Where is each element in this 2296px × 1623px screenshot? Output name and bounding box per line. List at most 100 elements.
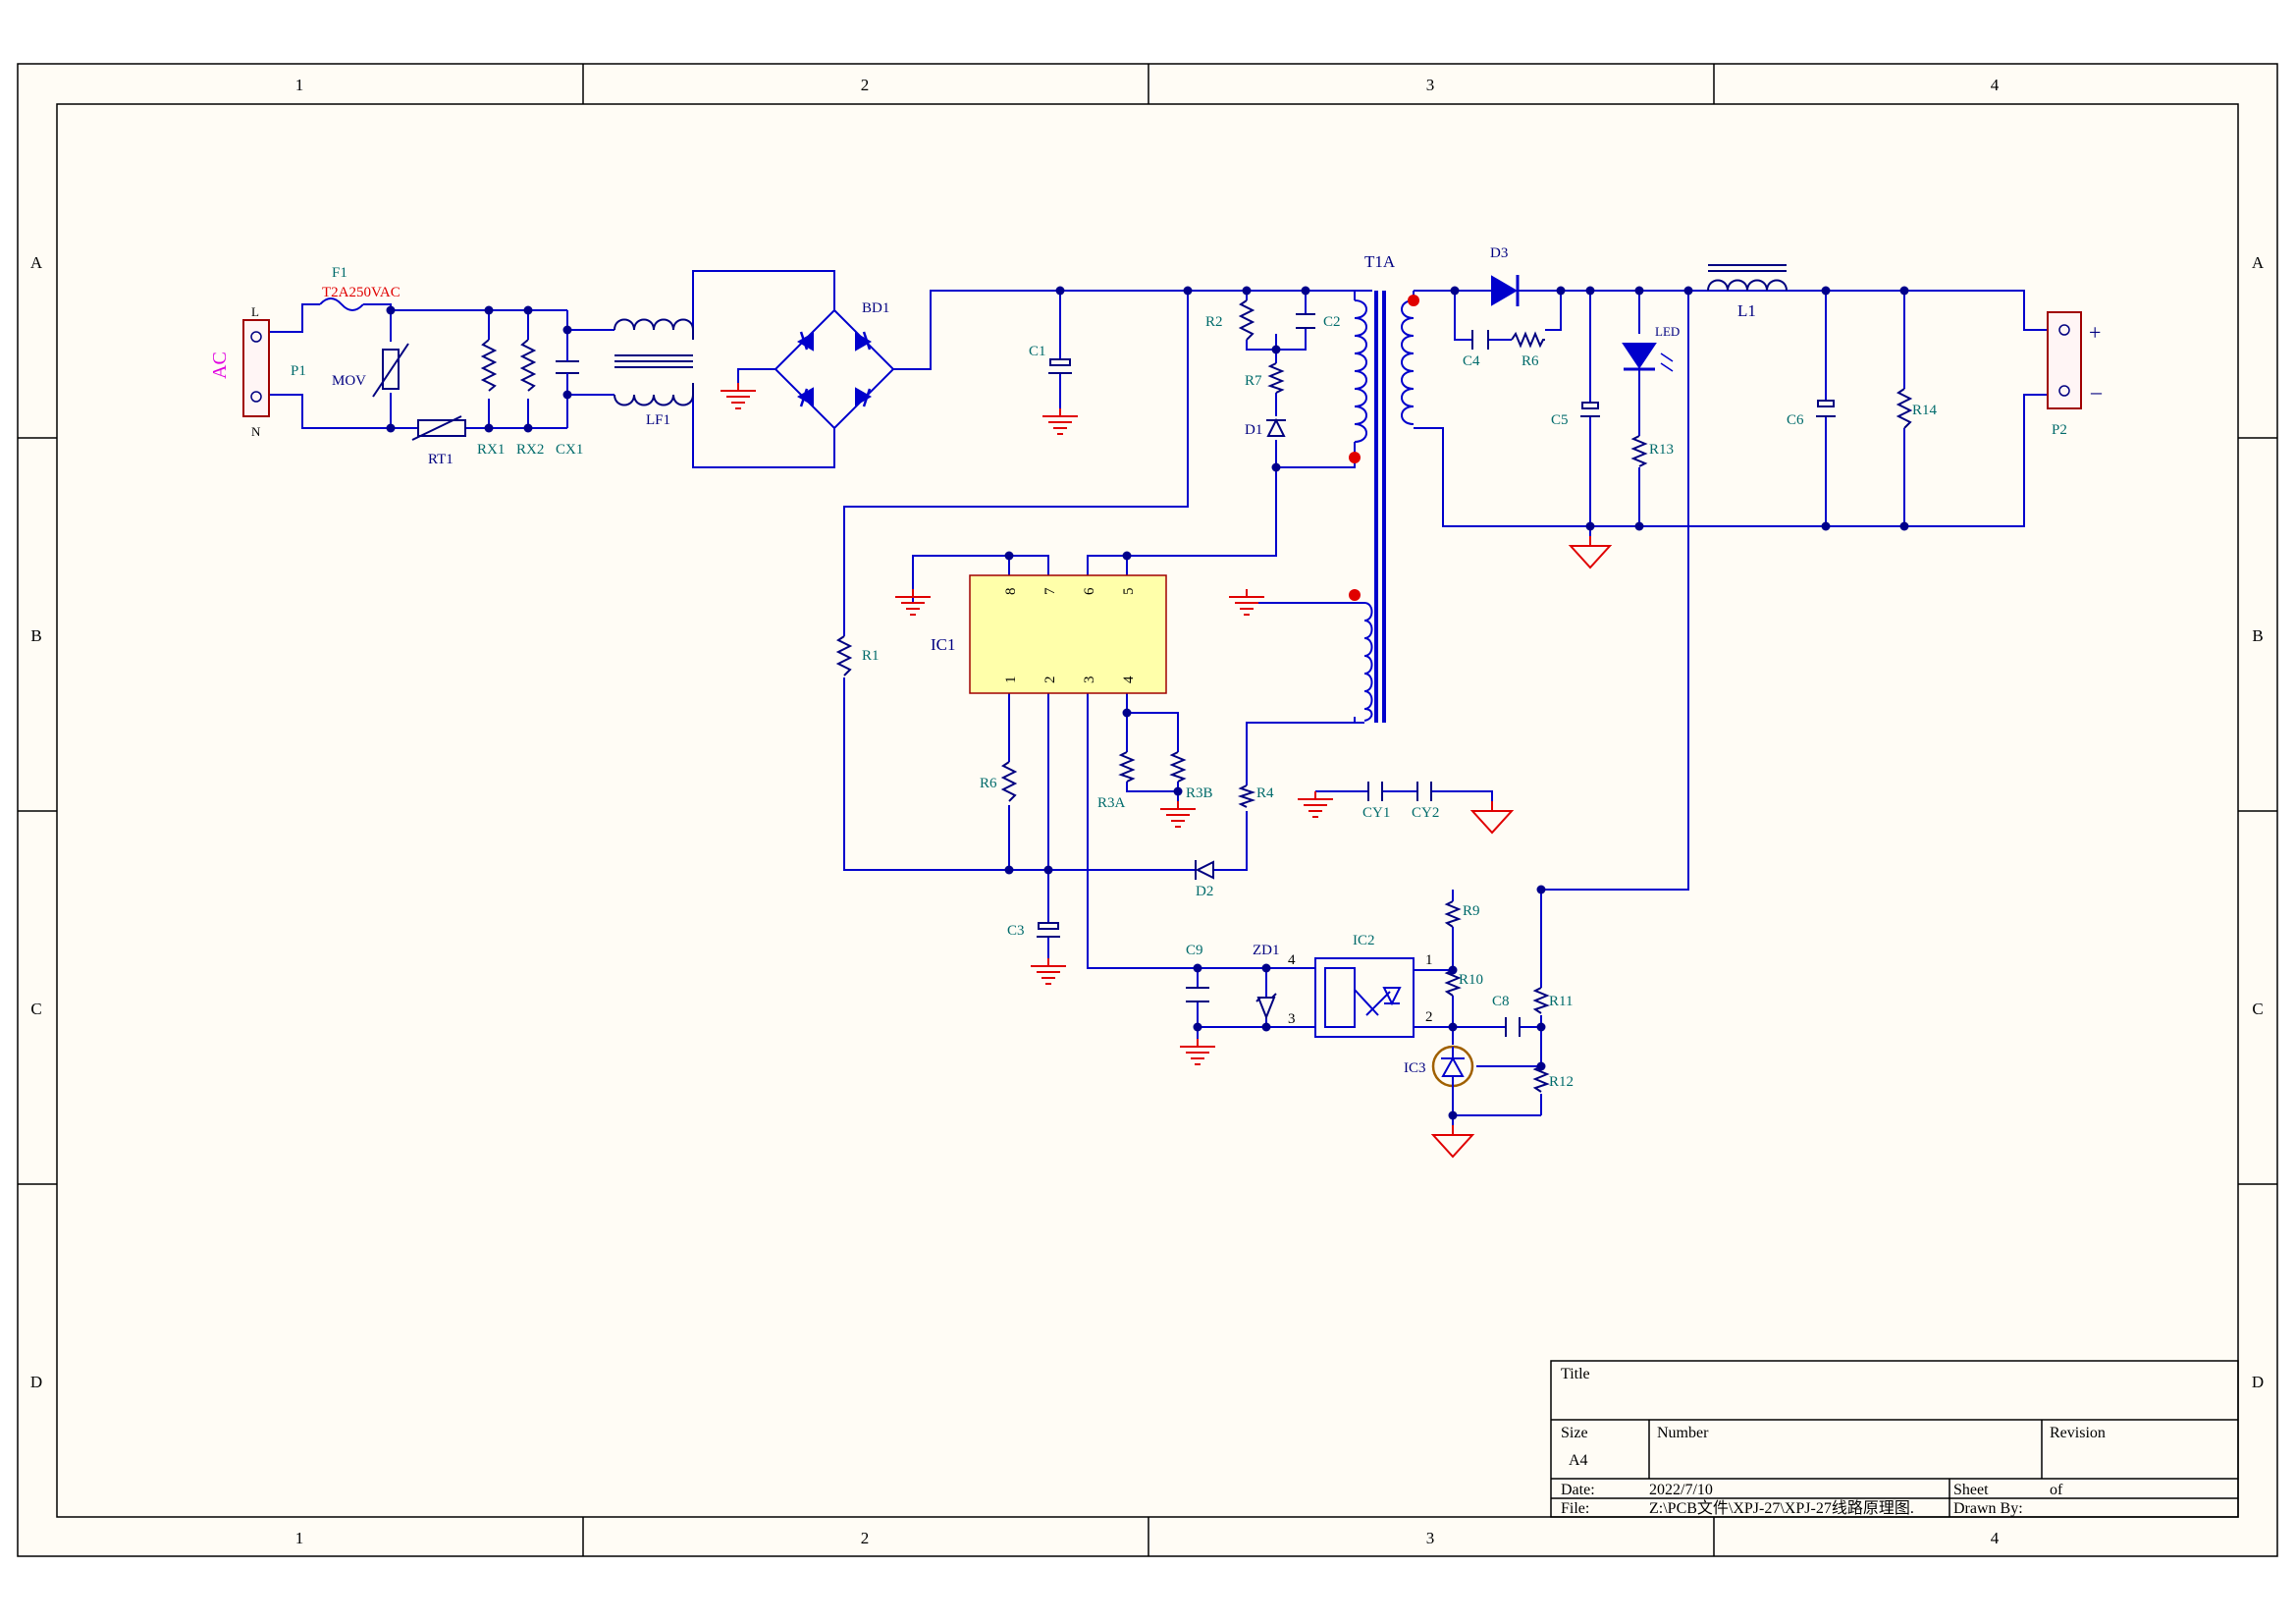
label-r4: R4 [1256,785,1274,801]
ic1-pin2: 2 [1042,676,1058,684]
label-r10: R10 [1459,972,1483,988]
label-r6-out: R6 [1522,353,1539,369]
label-mov: MOV [332,373,366,389]
t1a-dot-secondary [1408,295,1419,306]
label-ic1: IC1 [931,635,956,654]
lf1-common-mode-choke [614,318,694,406]
of-label: of [2050,1482,2063,1498]
c6-capacitor [1816,400,1836,417]
row-label-left-a: A [30,253,43,272]
label-ic2-pin1: 1 [1425,952,1433,968]
ic1-pin1: 1 [1003,676,1019,684]
c1-capacitor [1048,358,1072,374]
label-l1: L1 [1737,301,1756,320]
ic1-pin5: 5 [1121,588,1137,596]
col-label-bottom-3: 3 [1426,1529,1435,1547]
row-label-left-b: B [30,626,41,645]
label-bd1: BD1 [862,300,889,316]
label-c5: C5 [1551,412,1569,428]
label-lf1: LF1 [646,412,670,428]
inner-frame [56,103,2239,1518]
number-label: Number [1657,1425,1709,1441]
label-r14: R14 [1912,403,1938,418]
r7-symbol [1267,362,1285,394]
sheet-label: Sheet [1953,1482,1989,1498]
title-block [1550,1360,2239,1518]
label-ic2-pin2: 2 [1425,1009,1433,1025]
row-label-left-c: C [30,1000,41,1018]
file-label: File: [1561,1500,1589,1517]
col-label-top-2: 2 [861,76,870,94]
bd1-bridge-diodes [796,331,873,407]
t1a-transformer [1354,291,1415,724]
label-ic2: IC2 [1353,933,1375,948]
cy2-symbol [1416,782,1432,801]
ic1-pin4: 4 [1121,676,1137,683]
title-label: Title [1561,1366,1590,1382]
label-ac: AC [209,352,231,379]
drawn-by-label: Drawn By: [1953,1500,2023,1517]
d1-diode [1266,417,1286,437]
label-c3: C3 [1007,923,1025,939]
revision-label: Revision [2050,1425,2106,1441]
r9-symbol [1444,900,1462,928]
col-label-top-3: 3 [1426,76,1435,94]
label-c1: C1 [1029,344,1046,359]
r14-symbol [1896,388,1913,429]
label-cx1: CX1 [556,442,583,458]
row-label-right-b: B [2252,626,2263,645]
mov-symbol [382,349,400,390]
zd1-zener [1255,993,1277,1020]
r4-symbol [1237,784,1256,808]
label-cy1: CY1 [1362,805,1390,821]
label-ic2-pin4: 4 [1288,952,1296,968]
label-pin-l: L [251,304,259,319]
label-r12: R12 [1549,1074,1574,1090]
r3a-symbol [1118,751,1136,783]
c4-symbol [1471,330,1489,350]
ic1-pin6: 6 [1082,587,1097,595]
rt1-symbol [417,419,466,437]
row-label-right-c: C [2252,1000,2263,1018]
ic2-optocoupler [1314,957,1415,1038]
label-r1: R1 [862,648,880,664]
label-cy2: CY2 [1412,805,1439,821]
label-rx2: RX2 [516,442,544,458]
label-ic2-pin3: 3 [1288,1011,1296,1027]
label-zd1: ZD1 [1253,943,1280,958]
label-p2: P2 [2052,422,2067,438]
col-label-top-1: 1 [295,76,304,94]
r6-output-symbol [1511,331,1545,349]
ic1-pin8: 8 [1003,588,1019,596]
r13-symbol [1630,435,1648,467]
r3b-symbol [1169,751,1187,783]
p2-connector-body [2047,311,2082,409]
rx2-symbol [519,339,537,392]
label-d2: D2 [1196,884,1213,899]
label-rx1: RX1 [477,442,505,458]
col-label-bottom-2: 2 [861,1529,870,1547]
label-c2: C2 [1323,314,1341,330]
l1-inductor [1707,264,1788,292]
col-label-bottom-4: 4 [1991,1529,2000,1547]
rx1-symbol [480,339,498,392]
date-value: 2022/7/10 [1649,1482,1713,1498]
label-f1-value: T2A250VAC [322,285,400,300]
label-r9: R9 [1463,903,1480,919]
label-c8: C8 [1492,994,1510,1009]
label-f1: F1 [332,265,347,281]
label-pin-n: N [251,424,261,439]
col-label-top-4: 4 [1991,76,2000,94]
date-label: Date: [1561,1482,1595,1498]
label-r3a: R3A [1097,795,1126,811]
label-r11: R11 [1549,994,1573,1009]
r1-symbol [835,635,853,676]
c5-capacitor [1580,402,1600,417]
label-d1: D1 [1245,422,1262,438]
r10-symbol [1444,969,1462,997]
led-symbol [1622,343,1674,372]
wires [269,270,2048,1131]
row-label-right-d: D [2252,1373,2264,1391]
label-t1a: T1A [1364,252,1396,271]
c9-symbol [1186,987,1209,1002]
